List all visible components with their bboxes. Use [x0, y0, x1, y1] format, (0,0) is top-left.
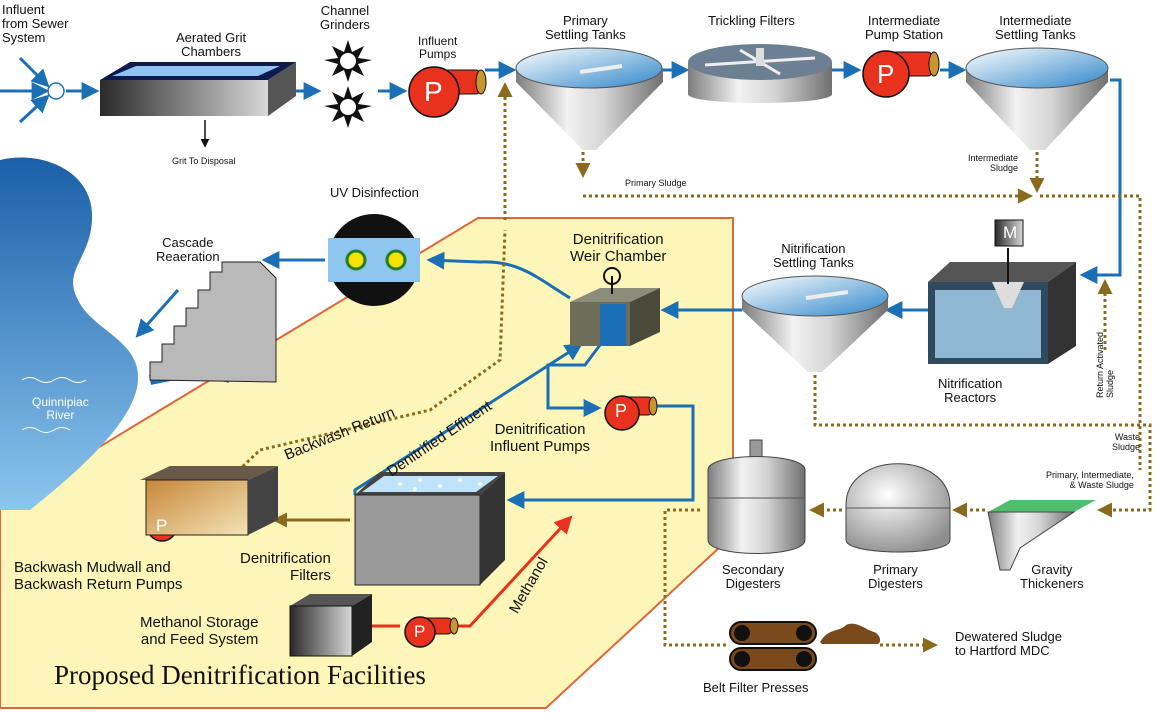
dewatered-sludge-label: Dewatered Sludge to Hartford MDC — [955, 629, 1062, 658]
influent-label: Influent from Sewer System — [2, 2, 69, 45]
digester-icon — [845, 463, 951, 553]
grinder-icon — [324, 86, 372, 128]
secondary-digesters-label: Secondary Digesters — [722, 562, 785, 591]
sludge-flow-lines — [193, 82, 1152, 653]
motor-letter: M — [1003, 223, 1018, 242]
nitrification-settling-tank — [741, 275, 889, 372]
pump-icon — [408, 66, 487, 118]
primary-settling-label: Primary Settling Tanks — [545, 13, 626, 42]
dewatered-sludge-pile — [820, 623, 881, 644]
denitrification-filters — [354, 472, 505, 586]
primary-settling-tank — [515, 47, 663, 150]
grit-disposal-label: Grit To Disposal — [172, 156, 236, 166]
quinnipiac-river — [0, 157, 139, 510]
methanol-storage-label: Methanol Storage and Feed System — [140, 614, 259, 648]
denit-weir-label: Denitrification Weir Chamber — [570, 231, 667, 265]
aerated-grit-label: Aerated Grit Chambers — [176, 30, 247, 59]
methanol-storage-tank — [289, 594, 372, 657]
gravity-thickener — [987, 500, 1096, 571]
channel-grinders-label: Channel Grinders — [320, 3, 370, 32]
proposed-facilities-title: Proposed Denitrification Facilities — [54, 660, 426, 690]
influent-pump-letter: P — [424, 76, 443, 107]
influent-junction — [47, 82, 65, 100]
denit-pump-letter: P — [615, 401, 628, 421]
intermediate-pump-label: Intermediate Pump Station — [865, 13, 944, 42]
denitrification-weir-chamber — [570, 267, 660, 346]
grinder-icon — [324, 40, 372, 82]
nitrification-settling-label: Nitrification Settling Tanks — [773, 241, 854, 270]
intermediate-settling-tank — [965, 47, 1109, 150]
pump-icon — [862, 50, 940, 98]
aerated-grit-chambers — [100, 62, 296, 116]
belt-press-icon — [729, 621, 817, 671]
digester-icon — [707, 439, 806, 554]
pump-icon — [604, 395, 658, 431]
intermediate-settling-label: Intermediate Settling Tanks — [995, 13, 1076, 42]
combined-sludge-label: Primary, Intermediate, & Waste Sludge — [1046, 470, 1134, 490]
denit-influent-pumps-label: Denitrification Influent Pumps — [490, 421, 591, 455]
river-label: Quinnipiac River — [32, 395, 89, 422]
waste-sludge-label: Waste Sludge — [1112, 432, 1141, 452]
pump-icon — [404, 616, 459, 648]
denit-filters-label: Denitrification Filters — [240, 550, 331, 584]
trickling-filter — [688, 44, 832, 103]
nitrification-reactor — [928, 248, 1076, 364]
backwash-mudwall — [140, 466, 278, 536]
primary-digesters-label: Primary Digesters — [868, 562, 923, 591]
cascade-reaeration-label: Cascade Reaeration — [156, 235, 220, 264]
methanol-pump-letter: P — [414, 622, 426, 641]
intermediate-pump-letter: P — [877, 59, 895, 89]
influent-pumps-label: Influent Pumps — [418, 34, 458, 61]
return-activated-label: Return Activated Sludge — [1095, 331, 1115, 398]
nitrification-reactors-label: Nitrification Reactors — [938, 376, 1003, 405]
intermediate-sludge-label: Intermediate Sludge — [968, 153, 1019, 173]
uv-disinfection-label: UV Disinfection — [330, 185, 419, 200]
cascade-reaeration — [149, 261, 277, 383]
gravity-thickeners-label: Gravity Thickeners — [1020, 562, 1084, 591]
trickling-filters-label: Trickling Filters — [708, 13, 795, 28]
backwash-pump-letter: P — [156, 516, 168, 535]
proposed-facilities-zone — [0, 217, 734, 709]
uv-lamp-icon — [328, 214, 420, 306]
motor-icon — [994, 219, 1024, 247]
water-flow-lines — [0, 56, 1122, 509]
belt-filter-presses-label: Belt Filter Presses — [703, 680, 809, 695]
backwash-mudwall-label: Backwash Mudwall and Backwash Return Pum… — [14, 559, 183, 593]
primary-sludge-label: Primary Sludge — [625, 178, 687, 188]
